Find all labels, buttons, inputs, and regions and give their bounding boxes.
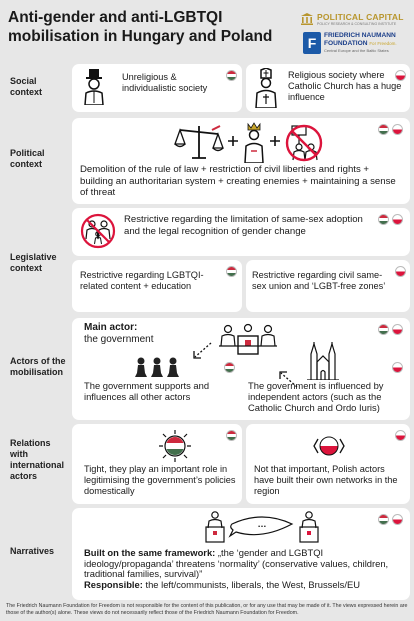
svg-text:…: … [258, 519, 267, 529]
row-legislative-context: Legislative context Restrictive regardin… [4, 208, 410, 314]
framework-label: Built on the same framework: [84, 547, 216, 558]
poland-network-icon [313, 436, 345, 456]
poland-flag-icon [395, 430, 406, 441]
row-label-narratives: Narratives [10, 546, 55, 556]
panel-actors: Main actor: the government [72, 318, 410, 420]
row-label-political: Political context [10, 148, 45, 169]
row-label-social: Social context [10, 76, 43, 97]
row-social-context: Social context Unreligious & individuali… [4, 64, 410, 114]
political-capital-name: POLITICAL CAPITAL [317, 12, 404, 22]
legislative-shared-text: Restrictive regarding the limitation of … [124, 214, 363, 237]
hungary-flag-icon [378, 124, 389, 135]
row-narratives: Narratives … Built on the same framework… [4, 508, 410, 600]
actors-hungary-text: The government supports and influences a… [84, 380, 210, 402]
row-actors: Actors of the mobilisation Main actor: t… [4, 318, 410, 420]
poland-flag-icon [392, 124, 403, 135]
panel-political: Demolition of the rule of law + restrict… [72, 118, 410, 204]
hungary-flag-icon [226, 70, 237, 81]
fnf-tagline: For Freedom. [369, 40, 397, 46]
panel-legislative-shared: Restrictive regarding the limitation of … [72, 208, 410, 256]
actors-poland-text: The government is influenced by independ… [248, 380, 384, 413]
scales-of-justice-icon [174, 125, 224, 159]
legislative-poland-text: Restrictive regarding civil same-sex uni… [252, 270, 386, 291]
page-title: Anti-gender and anti-LGBTQI mobilisation… [8, 9, 273, 45]
relations-poland-text: Not that important, Polish actors have b… [254, 464, 398, 496]
panel-social-poland: Religious society where Catholic Church … [246, 64, 410, 112]
poland-flag-icon [392, 362, 403, 373]
panel-social-hungary: Unreligious & individualistic society [72, 64, 242, 112]
social-poland-text: Religious society where Catholic Church … [288, 70, 402, 102]
arrow-up-left-icon [279, 371, 298, 388]
main-actor-text: the government [84, 334, 154, 345]
panel-relations-poland: Not that important, Polish actors have b… [246, 424, 410, 504]
main-actor-label: Main actor: [84, 322, 138, 333]
responsible-text: the left/communists, liberals, the West,… [142, 578, 360, 590]
fnf-mark-icon: F [303, 32, 321, 54]
banned-protest-icon [285, 124, 323, 162]
responsible-label: Responsible: [84, 578, 143, 590]
poland-flag-icon [392, 214, 403, 225]
poland-flag-icon [395, 266, 406, 277]
hungary-flag-icon [226, 430, 237, 441]
political-capital-mark-icon [301, 13, 313, 25]
hungary-flag-icon [224, 362, 235, 373]
man-top-hat-icon [84, 69, 104, 105]
row-label-relations: Relations with international actors [10, 438, 65, 481]
debate-speakers-icon: … [205, 511, 319, 543]
framework-text: „the ‘gender and LGBTQI ideology/propaga… [84, 547, 389, 580]
hungary-flag-icon [378, 214, 389, 225]
fnf-name-line2: FOUNDATION [324, 39, 368, 47]
fnf-logo: F FRIEDRICH NAUMANN FOUNDATION For Freed… [303, 32, 411, 60]
panel-legislative-hungary: Restrictive regarding LGBTQI-related con… [72, 260, 242, 312]
row-label-legislative: Legislative context [10, 252, 57, 273]
hungary-network-icon [159, 430, 191, 462]
political-text: Demolition of the rule of law + restrict… [80, 164, 396, 198]
arrow-down-left-icon [193, 342, 212, 359]
political-capital-subtitle: POLICY RESEARCH & CONSULTING INSTITUTE [317, 22, 397, 26]
political-capital-logo: POLITICAL CAPITAL POLICY RESEARCH & CONS… [300, 6, 410, 32]
fnf-name-line1: FRIEDRICH NAUMANN [324, 32, 396, 39]
government-podium-icon [219, 323, 277, 355]
poland-flag-icon [392, 514, 403, 525]
hungary-flag-icon [378, 324, 389, 335]
fnf-region: Central Europe and the Baltic States [324, 48, 389, 53]
disclaimer: The Friedrich Naumann Foundation for Fre… [6, 603, 408, 616]
social-hungary-text: Unreligious & individualistic society [122, 72, 208, 93]
relations-hungary-text: Tight, they play an important role in le… [84, 464, 236, 496]
poland-flag-icon [395, 70, 406, 81]
narratives-text: Built on the same framework: „the ‘gende… [84, 547, 406, 590]
plus-icon [270, 136, 280, 146]
crowned-ruler-icon [244, 122, 264, 163]
panel-legislative-poland: Restrictive regarding civil same-sex uni… [246, 260, 410, 312]
row-label-actors: Actors of the mobilisation [10, 356, 66, 377]
hungary-flag-icon [378, 514, 389, 525]
row-relations: Relations with international actors Tigh… [4, 424, 410, 504]
row-political-context: Political context [4, 118, 410, 204]
panel-relations-hungary: Tight, they play an important role in le… [72, 424, 242, 504]
poland-flag-icon [392, 324, 403, 335]
bishop-icon [255, 68, 277, 108]
panel-narratives: … Built on the same framework: „the ‘gen… [72, 508, 410, 600]
plus-icon [228, 136, 238, 146]
banned-same-sex-family-icon [80, 213, 116, 249]
pawns-icon [135, 357, 179, 377]
church-icon [307, 341, 339, 380]
legislative-hungary-text: Restrictive regarding LGBTQI-related con… [80, 270, 204, 291]
hungary-flag-icon [226, 266, 237, 277]
